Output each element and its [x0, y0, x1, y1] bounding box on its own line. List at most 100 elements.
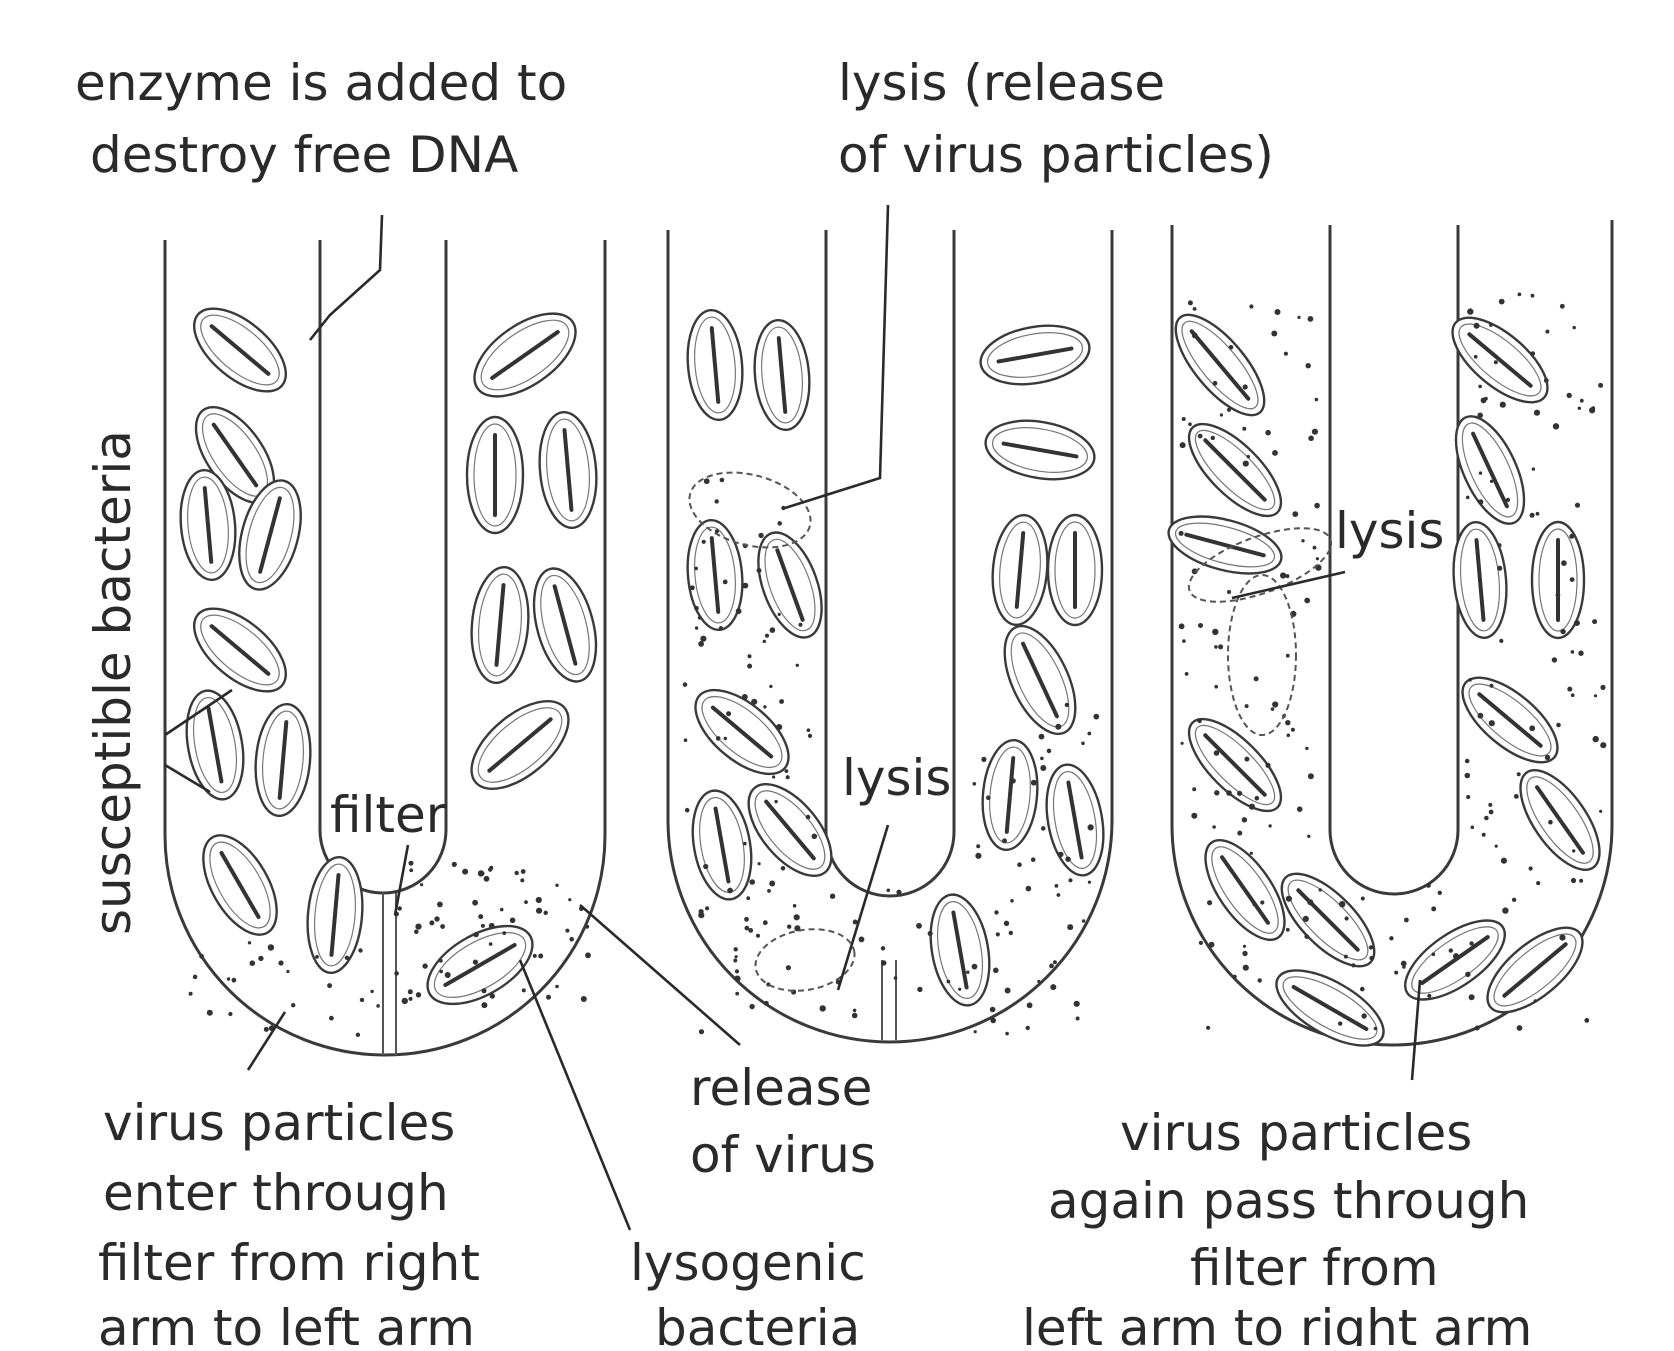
virus-particle — [1567, 393, 1572, 398]
virus-particle — [1570, 577, 1575, 582]
virus-particle — [1275, 309, 1281, 315]
virus-particle — [887, 889, 891, 893]
virus-particle — [345, 956, 349, 960]
virus-particle — [1005, 1032, 1009, 1036]
bacterium-cell — [179, 686, 251, 804]
virus-particle — [1197, 719, 1201, 723]
virus-particle — [1394, 971, 1398, 975]
bacterium-cell — [467, 417, 523, 533]
virus-particle — [785, 769, 789, 773]
virus-particle — [1244, 757, 1249, 762]
label-release-line2: of virus — [690, 1126, 876, 1184]
virus-particle — [1479, 471, 1482, 474]
virus-particle — [1188, 422, 1192, 426]
virus-particle — [1475, 1026, 1480, 1031]
virus-particle — [1497, 543, 1501, 547]
virus-particle — [1312, 429, 1318, 435]
virus-particle — [703, 864, 708, 869]
virus-particle — [1431, 906, 1436, 911]
virus-particle — [1243, 384, 1248, 389]
virus-particle — [1313, 546, 1317, 550]
leader-release-of-virus — [580, 905, 740, 1045]
virus-particle — [1198, 623, 1203, 628]
virus-particle — [698, 641, 704, 647]
virus-particle — [1243, 461, 1249, 467]
bacterium-cell — [683, 308, 746, 422]
bacterium-cell — [251, 702, 315, 818]
virus-particle — [268, 944, 274, 950]
virus-particle — [748, 654, 752, 658]
virus-particle — [699, 1029, 704, 1034]
virus-particle — [1307, 835, 1310, 838]
virus-particle — [440, 924, 445, 929]
virus-particle — [723, 580, 728, 585]
virus-particle — [1192, 787, 1196, 791]
virus-particle — [958, 988, 961, 991]
virus-particle — [1482, 833, 1486, 837]
virus-particle — [1600, 685, 1605, 690]
virus-particle — [1490, 684, 1494, 688]
virus-particle — [1361, 1013, 1366, 1018]
virus-particle — [1316, 557, 1319, 560]
virus-particle — [1280, 572, 1286, 578]
virus-particle — [806, 815, 811, 820]
virus-particle — [1529, 725, 1535, 731]
virus-particle — [764, 1001, 769, 1006]
virus-particle — [1237, 791, 1242, 796]
bacteria-cells — [176, 293, 1614, 1060]
label-lysis-right: lysis — [1335, 502, 1444, 560]
label-lysis-release-line1: lysis (release — [838, 54, 1165, 112]
virus-particle — [565, 929, 569, 933]
virus-particle — [370, 990, 373, 993]
bacterium-cell — [535, 410, 601, 530]
virus-particle — [489, 923, 495, 929]
virus-particle — [852, 1013, 858, 1019]
virus-particle — [1338, 1021, 1342, 1025]
virus-particle — [1209, 942, 1215, 948]
bacterium-cell — [188, 823, 291, 946]
virus-particle — [1560, 629, 1565, 634]
virus-particle — [199, 954, 204, 959]
virus-particle — [799, 623, 803, 627]
virus-particle — [772, 775, 775, 778]
virus-particle — [1304, 598, 1310, 604]
virus-particle — [585, 952, 591, 958]
virus-particle — [481, 1002, 487, 1008]
virus-particle — [248, 941, 251, 944]
virus-particle — [1306, 363, 1311, 368]
virus-particle — [1068, 878, 1072, 882]
virus-particle — [744, 917, 749, 922]
virus-particle — [1255, 796, 1260, 801]
virus-particle — [1226, 790, 1232, 796]
label-enzyme-line2: destroy free DNA — [90, 126, 518, 184]
virus-particle — [966, 971, 969, 974]
virus-particle — [1260, 900, 1264, 904]
virus-particle — [1229, 345, 1234, 350]
virus-particle — [409, 861, 414, 866]
virus-particle — [1578, 651, 1583, 656]
virus-particle — [719, 626, 723, 630]
virus-particle — [1031, 857, 1036, 862]
label-lysogenic-line2: bacteria — [655, 1299, 860, 1346]
virus-particle — [993, 968, 999, 974]
virus-particle — [1286, 654, 1290, 658]
virus-particle — [327, 983, 332, 988]
virus-particle — [1484, 816, 1489, 821]
virus-particle — [702, 540, 706, 544]
virus-particle — [1179, 623, 1185, 629]
virus-particle — [286, 970, 289, 973]
virus-particle — [1567, 687, 1572, 692]
virus-particle — [990, 1018, 996, 1024]
virus-particle — [1469, 994, 1475, 1000]
virus-particle — [736, 608, 742, 614]
virus-particle — [1004, 921, 1009, 926]
label-lysis-release-line2: of virus particles) — [838, 126, 1274, 184]
virus-particle — [1514, 794, 1519, 799]
virus-particle — [1286, 928, 1290, 932]
virus-particle — [684, 738, 688, 742]
virus-particle — [770, 627, 776, 633]
virus-particle — [1339, 901, 1345, 907]
virus-particle — [1198, 434, 1203, 439]
virus-particle — [376, 1004, 380, 1008]
